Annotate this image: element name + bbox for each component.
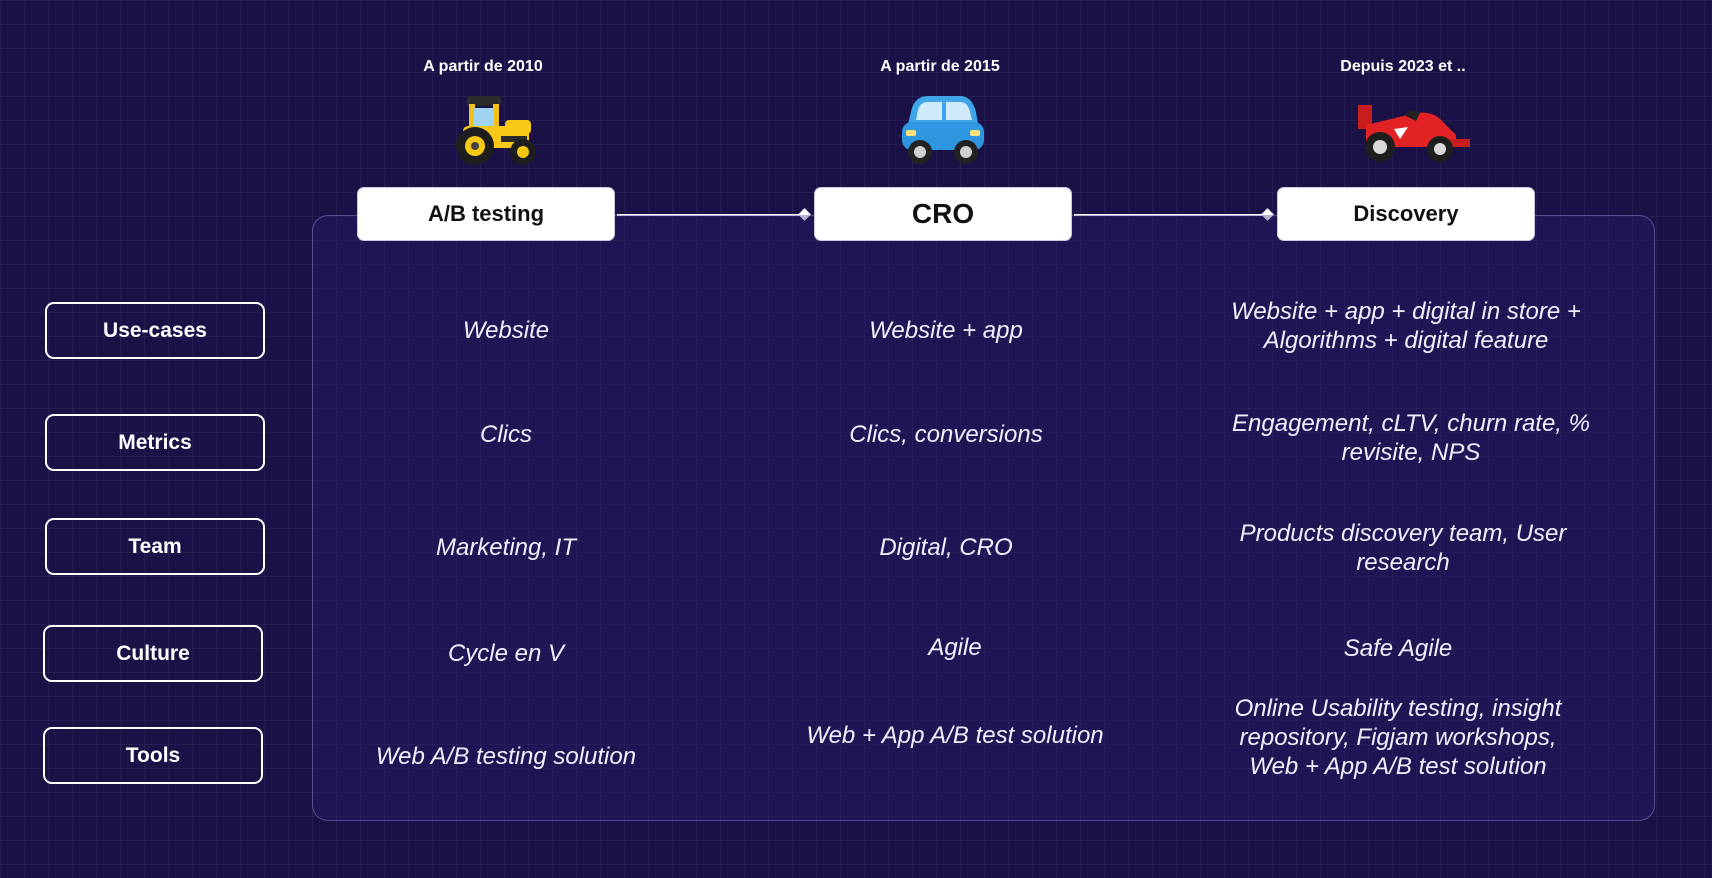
era-box-ab-testing: A/B testing — [357, 187, 615, 241]
row-label-team: Team — [45, 518, 265, 575]
cell-cro-tools: Web + App A/B test solution — [806, 722, 1104, 749]
era-date-3: Depuis 2023 et .. — [1340, 58, 1466, 75]
era-date-1: A partir de 2010 — [423, 58, 543, 75]
cell-ab-testing-team: Marketing, IT — [435, 534, 577, 561]
row-label-culture: Culture — [43, 625, 263, 682]
car-icon — [902, 96, 984, 164]
cell-discovery-tools: Online Usability testing, insight reposi… — [1234, 695, 1562, 780]
cell-discovery-team: Products discovery team, User research — [1239, 520, 1567, 576]
cell-discovery-use-cases: Website + app + digital in store + Algor… — [1231, 298, 1581, 354]
cell-ab-testing-use-cases: Website — [462, 317, 550, 344]
cell-cro-culture: Agile — [928, 634, 982, 661]
cell-cro-team: Digital, CRO — [879, 534, 1013, 561]
row-label-metrics: Metrics — [45, 414, 265, 471]
cell-discovery-metrics: Engagement, cLTV, churn rate, % revisite… — [1232, 410, 1590, 466]
tractor-icon — [456, 96, 536, 165]
era-date-2: A partir de 2015 — [880, 58, 1000, 75]
connector-line-1 — [617, 214, 804, 216]
cell-discovery-culture: Safe Agile — [1343, 635, 1453, 662]
cell-ab-testing-tools: Web A/B testing solution — [375, 743, 637, 770]
cell-ab-testing-metrics: Clics — [480, 421, 532, 448]
row-label-tools: Tools — [43, 727, 263, 784]
era-box-discovery: Discovery — [1277, 187, 1535, 241]
era-box-cro: CRO — [814, 187, 1072, 241]
cell-cro-metrics: Clics, conversions — [849, 421, 1043, 448]
cell-ab-testing-culture: Cycle en V — [447, 640, 565, 667]
connector-line-2 — [1074, 214, 1267, 216]
cell-cro-use-cases: Website + app — [869, 317, 1023, 344]
race-car-icon — [1358, 105, 1470, 162]
row-label-use-cases: Use-cases — [45, 302, 265, 359]
comparison-panel — [312, 215, 1655, 821]
